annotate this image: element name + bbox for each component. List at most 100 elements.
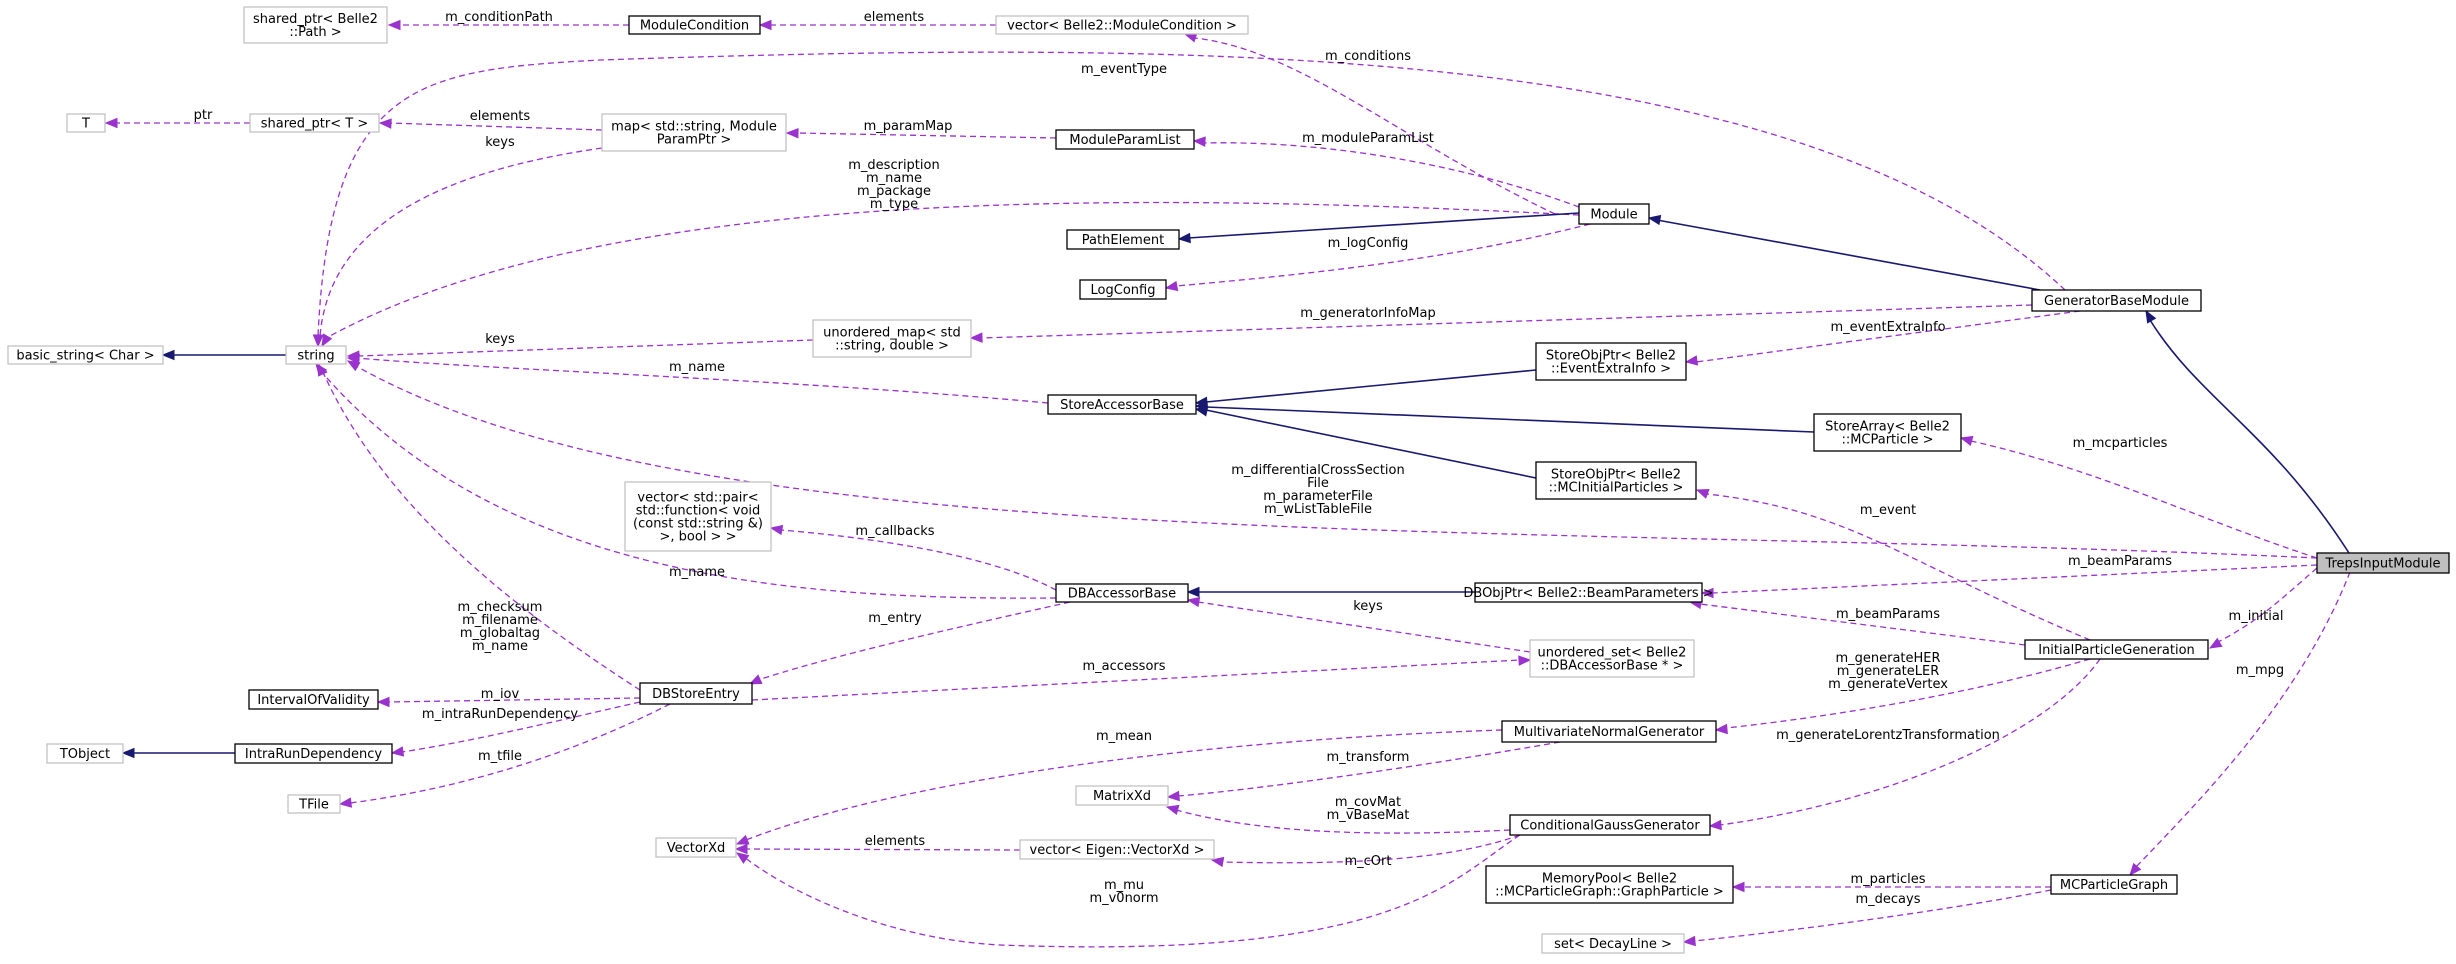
usage-edge — [355, 357, 1049, 404]
usage-arrowhead — [785, 127, 799, 139]
class-node-db-store-entry[interactable]: DBStoreEntry — [639, 682, 753, 705]
usage-edge — [757, 601, 1071, 681]
class-node-label: StoreAccessorBase — [1060, 398, 1184, 413]
class-node-label: StoreObjPtr< Belle2 — [1546, 349, 1676, 364]
edge-label: m_transform — [1327, 750, 1410, 765]
edge-label: keys — [485, 332, 515, 347]
edge-label: m_checksum — [458, 600, 543, 615]
class-node-initial-particle-generation[interactable]: InitialParticleGeneration — [2024, 639, 2209, 660]
usage-edge — [1202, 142, 1580, 208]
class-node-vector-module-condition[interactable]: vector< Belle2::ModuleCondition > — [995, 15, 1249, 35]
class-node-box — [1047, 394, 1197, 415]
edge-label: m_type — [870, 197, 918, 212]
usage-edge — [1194, 37, 1556, 215]
class-node-label: MatrixXd — [1093, 789, 1151, 804]
class-node-tobject[interactable]: TObject — [46, 743, 124, 764]
class-node-string[interactable]: string — [285, 345, 347, 365]
edge-label: m_generateVertex — [1828, 677, 1948, 692]
inheritance-arrowhead — [121, 747, 135, 759]
usage-arrowhead — [1518, 655, 1532, 666]
usage-arrowhead — [1186, 596, 1201, 608]
class-node-label: StoreObjPtr< Belle2 — [1551, 468, 1681, 483]
edge-label: m_eventExtraInfo — [1830, 320, 1945, 335]
class-node-label: DBObjPtr< Belle2::BeamParameters > — [1463, 586, 1713, 601]
edge-label: m_event — [1860, 503, 1916, 518]
class-node-vector-eigen-vectorxd[interactable]: vector< Eigen::VectorXd > — [1019, 839, 1215, 860]
class-node-shared-path[interactable]: shared_ptr< Belle2::Path > — [243, 6, 388, 44]
usage-edge — [401, 701, 641, 753]
edge-label: m_generatorInfoMap — [1300, 306, 1435, 321]
class-node-module-param-list[interactable]: ModuleParamList — [1055, 129, 1195, 150]
class-node-basic-string[interactable]: basic_string< Char > — [7, 345, 164, 365]
class-node-db-obj-beam[interactable]: DBObjPtr< Belle2::BeamParameters > — [1463, 582, 1714, 603]
class-node-label: ConditionalGaussGenerator — [1520, 819, 1700, 834]
usage-edge — [780, 529, 1057, 591]
class-node-db-accessor-base[interactable]: DBAccessorBase — [1055, 583, 1189, 603]
class-node-store-obj-event-extra[interactable]: StoreObjPtr< Belle2::EventExtraInfo > — [1535, 342, 1687, 381]
usage-edge — [1711, 564, 2318, 594]
class-node-log-config[interactable]: LogConfig — [1079, 279, 1167, 300]
usage-edge — [2135, 571, 2351, 868]
class-node-shared-t[interactable]: shared_ptr< T > — [249, 113, 380, 133]
usage-edge — [745, 848, 1021, 851]
usage-arrowhead — [1192, 136, 1206, 147]
class-node-label: vector< Eigen::VectorXd > — [1030, 843, 1205, 858]
class-node-set-decay-line[interactable]: set< DecayLine > — [1541, 933, 1685, 954]
class-node-module-condition[interactable]: ModuleCondition — [628, 15, 761, 35]
class-node-label: (const std::string &) — [633, 517, 763, 532]
class-node-vector-xd[interactable]: VectorXd — [655, 837, 737, 858]
usage-edge — [1221, 834, 1521, 864]
edge-label: m_conditions — [1325, 49, 1411, 64]
class-node-conditional-gauss-generator[interactable]: ConditionalGaussGenerator — [1509, 814, 1711, 836]
class-node-label: PathElement — [1082, 233, 1164, 248]
class-node-store-accessor-base[interactable]: StoreAccessorBase — [1047, 394, 1197, 415]
class-node-unordered-map[interactable]: unordered_map< std::string, double > — [812, 319, 972, 358]
inheritance-edge — [1205, 369, 1537, 403]
edge-label: m_generateHER — [1835, 651, 1940, 666]
class-node-interval-of-validity[interactable]: IntervalOfValidity — [248, 689, 379, 710]
class-node-label: ModuleCondition — [640, 19, 749, 34]
class-node-box — [243, 6, 388, 44]
class-node-vector-pair[interactable]: vector< std::pair<std::function< void(co… — [624, 481, 772, 552]
usage-edge — [1719, 658, 2101, 826]
class-node-label: set< DecayLine > — [1554, 937, 1672, 952]
edge-label: m_generateLorentzTransformation — [1776, 728, 2000, 743]
usage-edge — [796, 132, 1057, 139]
edge-label: elements — [864, 10, 925, 25]
class-node-store-obj-mcinitial[interactable]: StoreObjPtr< Belle2::MCInitialParticles … — [1535, 461, 1697, 500]
class-node-matrix-xd[interactable]: MatrixXd — [1075, 785, 1169, 806]
usage-arrowhead — [748, 674, 763, 685]
edge-label: m_decays — [1856, 892, 1921, 907]
usage-edge — [1725, 658, 2091, 729]
class-node-generator-base-module[interactable]: GeneratorBaseModule — [2031, 289, 2202, 312]
edge-label: m_iov — [481, 687, 520, 702]
class-node-label: GeneratorBaseModule — [2044, 294, 2189, 309]
class-node-module[interactable]: Module — [1578, 203, 1650, 225]
usage-edge — [1175, 223, 1591, 287]
class-node-box — [248, 689, 379, 710]
class-node-t[interactable]: T — [66, 113, 106, 133]
edge-label: m_mu — [1104, 878, 1144, 893]
usage-edge — [319, 369, 1057, 599]
class-node-box — [601, 113, 787, 152]
class-node-label: InitialParticleGeneration — [2038, 643, 2195, 658]
class-node-label: string — [297, 349, 334, 364]
usage-edge — [1970, 440, 2318, 559]
class-node-unordered-set[interactable]: unordered_set< Belle2::DBAccessorBase * … — [1529, 639, 1695, 678]
edge-label: elements — [470, 109, 531, 124]
class-node-treps-input-module[interactable]: TrepsInputModule — [2316, 552, 2450, 574]
class-node-box — [46, 743, 124, 764]
usage-arrowhead — [2129, 862, 2142, 877]
class-node-label: MemoryPool< Belle2 — [1542, 872, 1677, 887]
class-node-multivariate-normal-generator[interactable]: MultivariateNormalGenerator — [1501, 720, 1717, 743]
class-node-box — [1066, 229, 1180, 250]
class-node-path-element[interactable]: PathElement — [1066, 229, 1180, 250]
class-node-mc-particle-graph[interactable]: MCParticleGraph — [2050, 874, 2178, 895]
edge-label: keys — [485, 135, 515, 150]
class-node-store-array-mcparticle[interactable]: StoreArray< Belle2::MCParticle > — [1813, 413, 1962, 452]
class-node-tfile[interactable]: TFile — [287, 794, 341, 814]
class-node-memory-pool[interactable]: MemoryPool< Belle2::MCParticleGraph::Gra… — [1485, 865, 1734, 904]
class-node-intra-run-dependency[interactable]: IntraRunDependency — [234, 743, 393, 764]
